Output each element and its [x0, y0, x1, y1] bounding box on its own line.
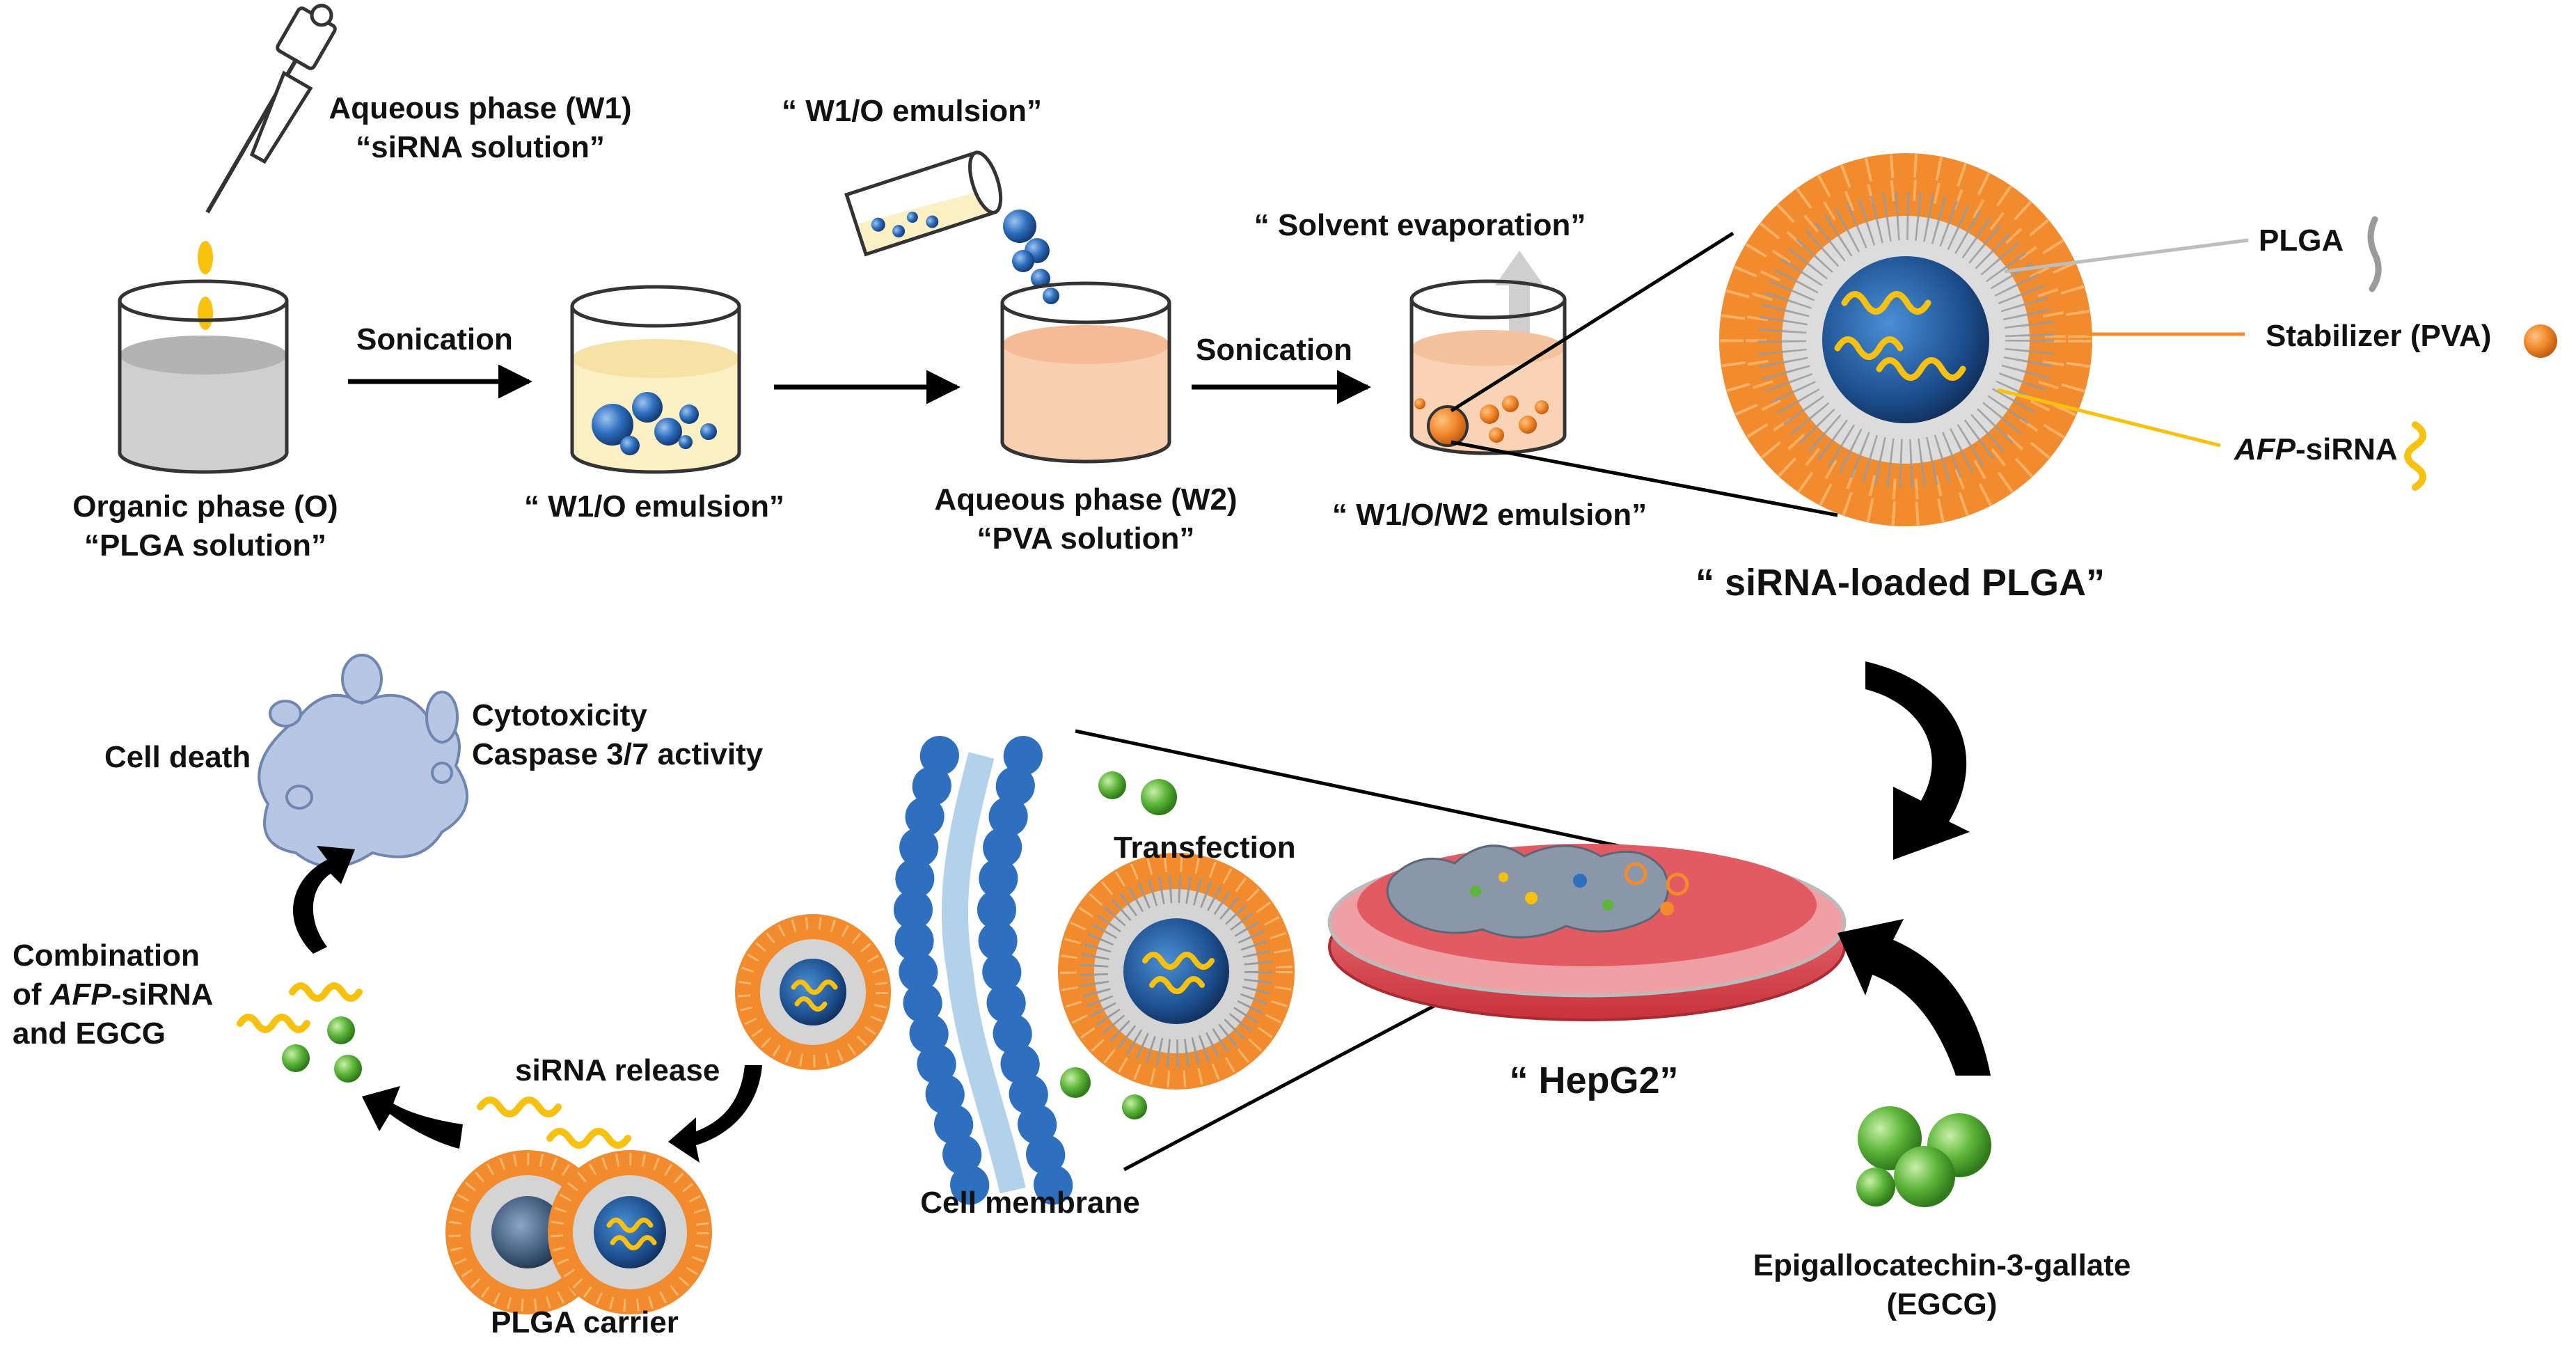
aqueous-w2-line2: “PVA solution” [977, 521, 1195, 556]
cell-death-label: Cell death [104, 740, 251, 774]
dish-zoom-line-top [1075, 729, 1685, 862]
sirna-loaded-plga-title: “ siRNA-loaded PLGA” [1695, 562, 2105, 604]
stabilizer-legend-icon [2524, 324, 2557, 358]
organic-phase-line2: “PLGA solution” [84, 528, 326, 563]
arrow-sirna-release [668, 1065, 762, 1163]
beaker-w1ow2-emulsion [1409, 279, 1567, 455]
pipette-icon [205, 3, 337, 214]
hepg2-label: “ HepG2” [1509, 1060, 1679, 1101]
w1o-emulsion-beaker-label: “ W1/O emulsion” [523, 489, 785, 524]
cell-membrane-bilayer [893, 736, 1074, 1210]
egcg-line1: Epigallocatechin-3-gallate [1753, 1248, 2131, 1282]
w1-label: Aqueous phase (W1) “siRNA solution” [299, 89, 661, 167]
organic-phase-label: Organic phase (O) “PLGA solution” [28, 487, 383, 565]
egcg-spheres [1856, 1106, 1991, 1207]
cytotoxicity-line: Cytotoxicity [472, 698, 647, 732]
cytotoxicity-label: Cytotoxicity Caspase 3/7 activity [472, 696, 763, 774]
egcg-dots-membrane [1060, 771, 1177, 1119]
solvent-evaporation-label: “ Solvent evaporation” [1254, 208, 1586, 242]
falling-droplets [1003, 210, 1059, 304]
plga-legend-icon [2367, 216, 2382, 292]
combination-label: Combination of AFP-siRNA and EGCG [13, 936, 213, 1053]
afp-italic: AFP [2234, 432, 2296, 466]
afp-sirna-suffix: -siRNA [2296, 432, 2398, 466]
combination-afp: AFP [49, 977, 111, 1012]
sirna-loaded-plga-particle [1719, 153, 2092, 526]
beaker-aqueous-w2 [1000, 281, 1171, 464]
combination-of: of [13, 977, 50, 1012]
w1-label-line1: Aqueous phase (W1) [329, 91, 632, 125]
pouring-tube [844, 150, 1003, 257]
egcg-label: Epigallocatechin-3-gallate (EGCG) [1698, 1246, 2186, 1324]
zoom-line-bottom [1451, 440, 1838, 517]
plga-legend-label: PLGA [2259, 223, 2344, 258]
plga-leader [2004, 238, 2249, 274]
arrow-to-combination [362, 1086, 463, 1149]
combination-line1: Combination [13, 938, 200, 973]
petri-dish-hepg2 [1327, 844, 1847, 1021]
organic-phase-line1: Organic phase (O) [72, 489, 338, 524]
beaker-w1o-emulsion [570, 285, 741, 474]
w1o-emulsion-pour-label: “ W1/O emulsion” [781, 94, 1043, 128]
beaker-organic-phase [118, 279, 289, 474]
arrow-to-cell-death [293, 846, 355, 954]
cell-death-icon [258, 654, 468, 868]
arrow-egcg-to-dish [1838, 919, 1991, 1076]
combination-sirna: -siRNA [111, 977, 214, 1012]
w1ow2-emulsion-label: “ W1/O/W2 emulsion” [1332, 498, 1647, 532]
stabilizer-legend-label: Stabilizer (PVA) [2266, 319, 2492, 353]
aqueous-w2-line1: Aqueous phase (W2) [934, 482, 1238, 517]
sonication-1-label: Sonication [356, 322, 513, 356]
plga-carrier-particle [445, 1150, 712, 1314]
plga-carrier-label: PLGA carrier [491, 1305, 679, 1339]
sonication-2-label: Sonication [1196, 333, 1352, 367]
transfection-label: Transfection [1114, 831, 1296, 865]
caspase-line: Caspase 3/7 activity [472, 737, 764, 771]
transfecting-particle [1058, 853, 1295, 1090]
zoom-line-top [1450, 231, 1735, 413]
egcg-line2: (EGCG) [1886, 1287, 1998, 1321]
sirna-release-label: siRNA release [515, 1053, 720, 1087]
arrow-particles-to-dish [1865, 661, 1970, 860]
afp-sirna-legend-label: AFP-siRNA [2234, 430, 2398, 469]
combination-icon [237, 982, 363, 1083]
sirna-release-strands [477, 1096, 631, 1149]
combination-line2: of AFP-siRNA [13, 975, 213, 1014]
aqueous-w2-label: Aqueous phase (W2) “PVA solution” [898, 480, 1274, 558]
afp-sirna-leader [1997, 388, 2221, 448]
afp-sirna-legend-icon [2404, 421, 2426, 491]
combination-line3: and EGCG [13, 1016, 166, 1051]
w1-label-line2: “siRNA solution” [356, 130, 605, 164]
small-plga-particle [735, 914, 891, 1070]
cell-membrane-label: Cell membrane [920, 1186, 1140, 1220]
